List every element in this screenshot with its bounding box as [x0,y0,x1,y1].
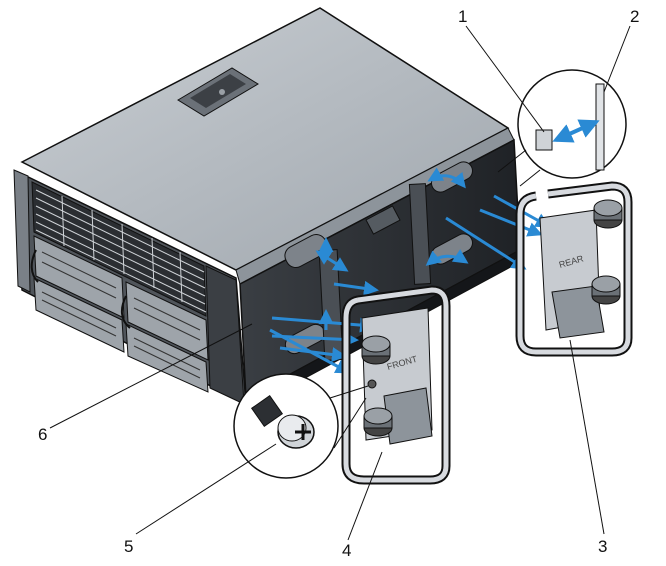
arrow-vent-rear-top [427,167,466,189]
front-thumbscrew-top [361,335,391,365]
arrow-front-bottom [269,328,351,374]
rear-thumbscrew-bottom [591,275,621,305]
callout-numbers: 1 2 3 4 5 6 [38,7,639,560]
rear-thumbscrew-top [593,199,623,229]
arrow-rear-mid [479,208,543,237]
latch-arrow [552,119,600,143]
installation-arrows [269,167,551,374]
arrow-rear-lower [445,216,527,270]
thumbscrew-detail-inset [233,373,369,479]
arrow-front-screw [333,280,379,296]
arrow-vent-front [315,250,349,272]
blade-sleds-lower [30,235,209,393]
callout-4: 4 [342,541,351,560]
callout-3: 3 [598,537,607,556]
callout-6: 6 [38,425,47,444]
arrow-vent-rear-bottom [425,249,469,266]
latch-detail-inset [497,69,627,187]
callout-2: 2 [630,7,639,26]
rear-handle: REAR [515,181,633,357]
callout-5: 5 [124,537,133,556]
callout-1: 1 [458,7,467,26]
front-handle: FRONT [341,285,451,485]
front-thumbscrew-bottom [363,407,393,437]
callout-leaders [49,25,631,541]
drive-bays-upper [31,181,207,317]
plus-icon [295,424,311,440]
